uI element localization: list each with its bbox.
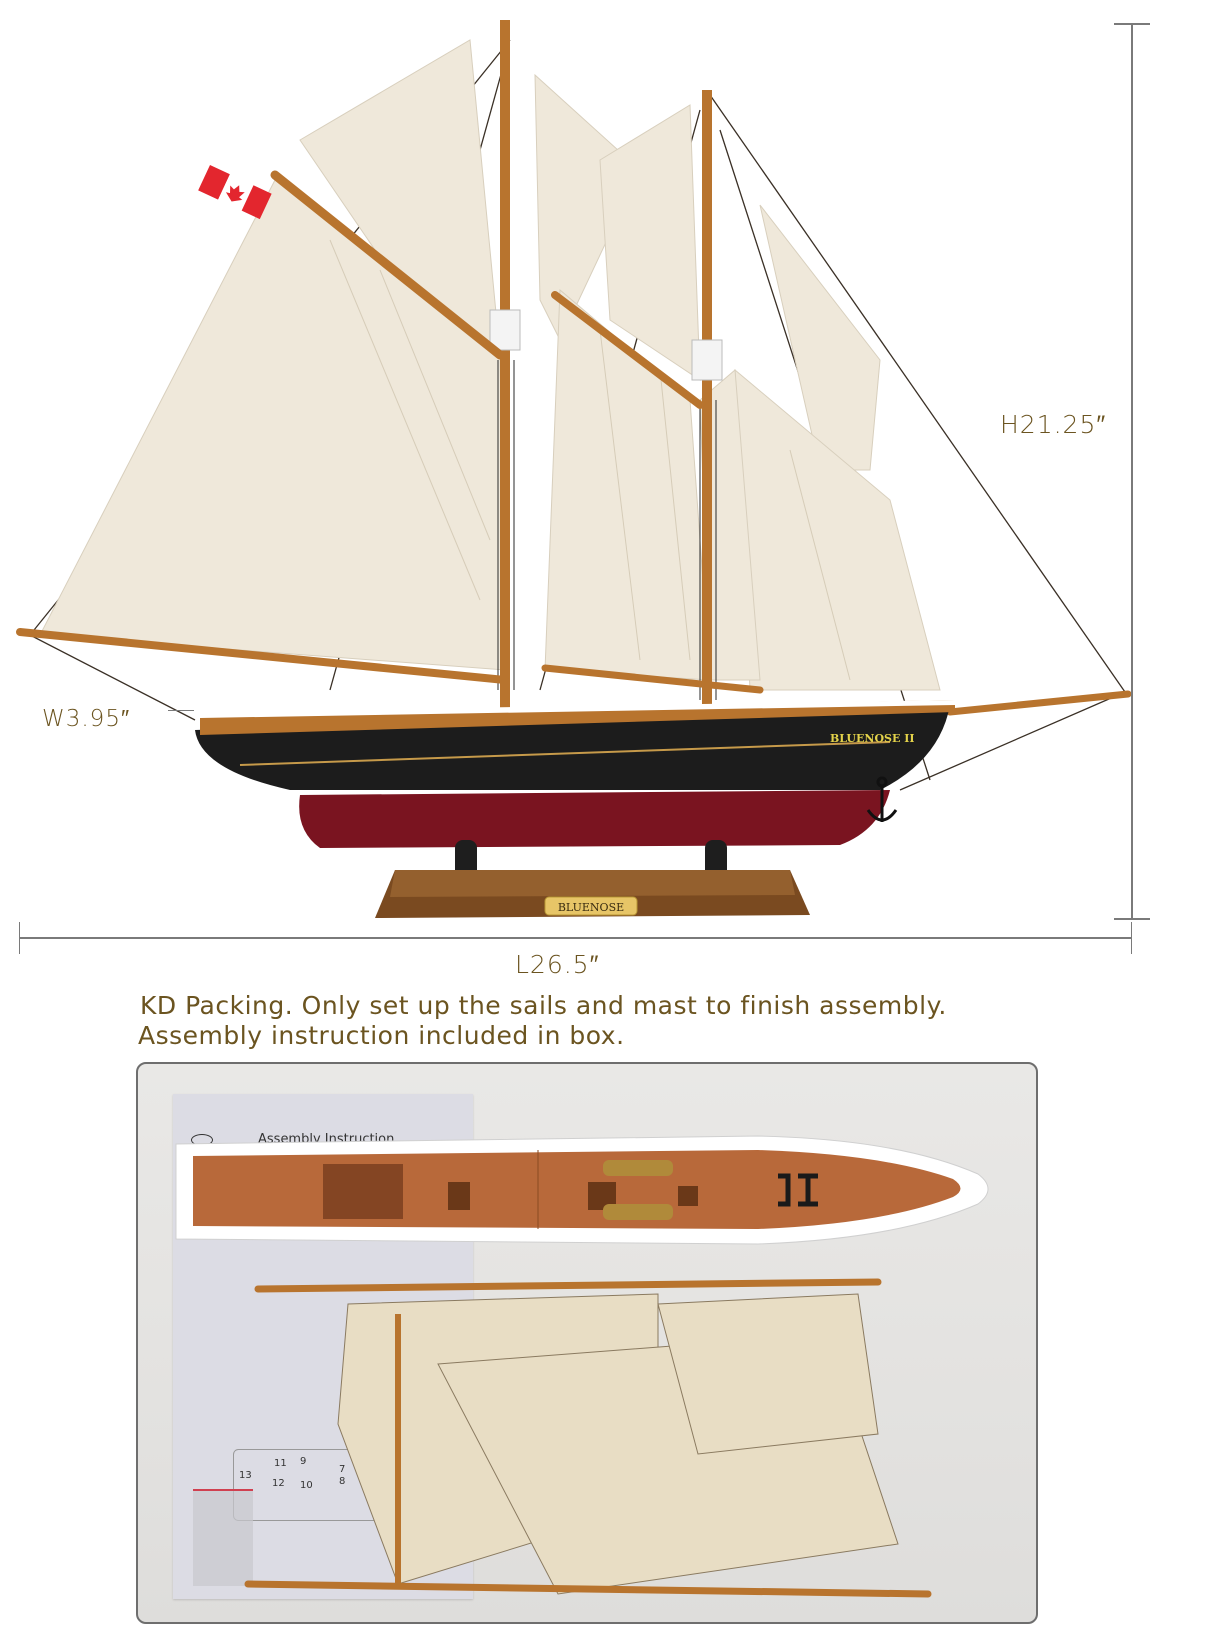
- canada-flag-icon: [198, 165, 272, 220]
- length-dimension-line: [20, 937, 1132, 939]
- kd-packing-photo: SAILINGSTORY Assembly Instruction 11 9 7…: [136, 1062, 1038, 1624]
- caption-line-2: Assembly instruction included in box.: [138, 1021, 625, 1050]
- ship-illustration: BLUENOSE II BLUENOSE: [16, 20, 1132, 918]
- length-label: L26.5″: [515, 950, 600, 979]
- height-dimension-cap-bottom: [1114, 918, 1150, 920]
- width-label: W3.95″: [42, 706, 131, 732]
- hull-name-text: BLUENOSE II: [830, 732, 915, 745]
- hardware-bag: [193, 1489, 253, 1586]
- hull-top-view: [175, 1135, 989, 1598]
- ship-model-photo: BLUENOSE II BLUENOSE: [16, 20, 1132, 918]
- anchor-icon: [866, 776, 898, 822]
- base-plaque-text: BLUENOSE: [558, 901, 624, 914]
- height-label: H21.25″: [1000, 410, 1107, 439]
- length-dimension-cap-left: [19, 922, 20, 954]
- height-dimension-line: [1131, 24, 1133, 919]
- height-dimension-cap-top: [1114, 23, 1150, 25]
- caption-line-1: KD Packing. Only set up the sails and ma…: [140, 991, 947, 1020]
- width-dimension-line: [168, 710, 194, 711]
- length-dimension-cap-right: [1131, 922, 1132, 954]
